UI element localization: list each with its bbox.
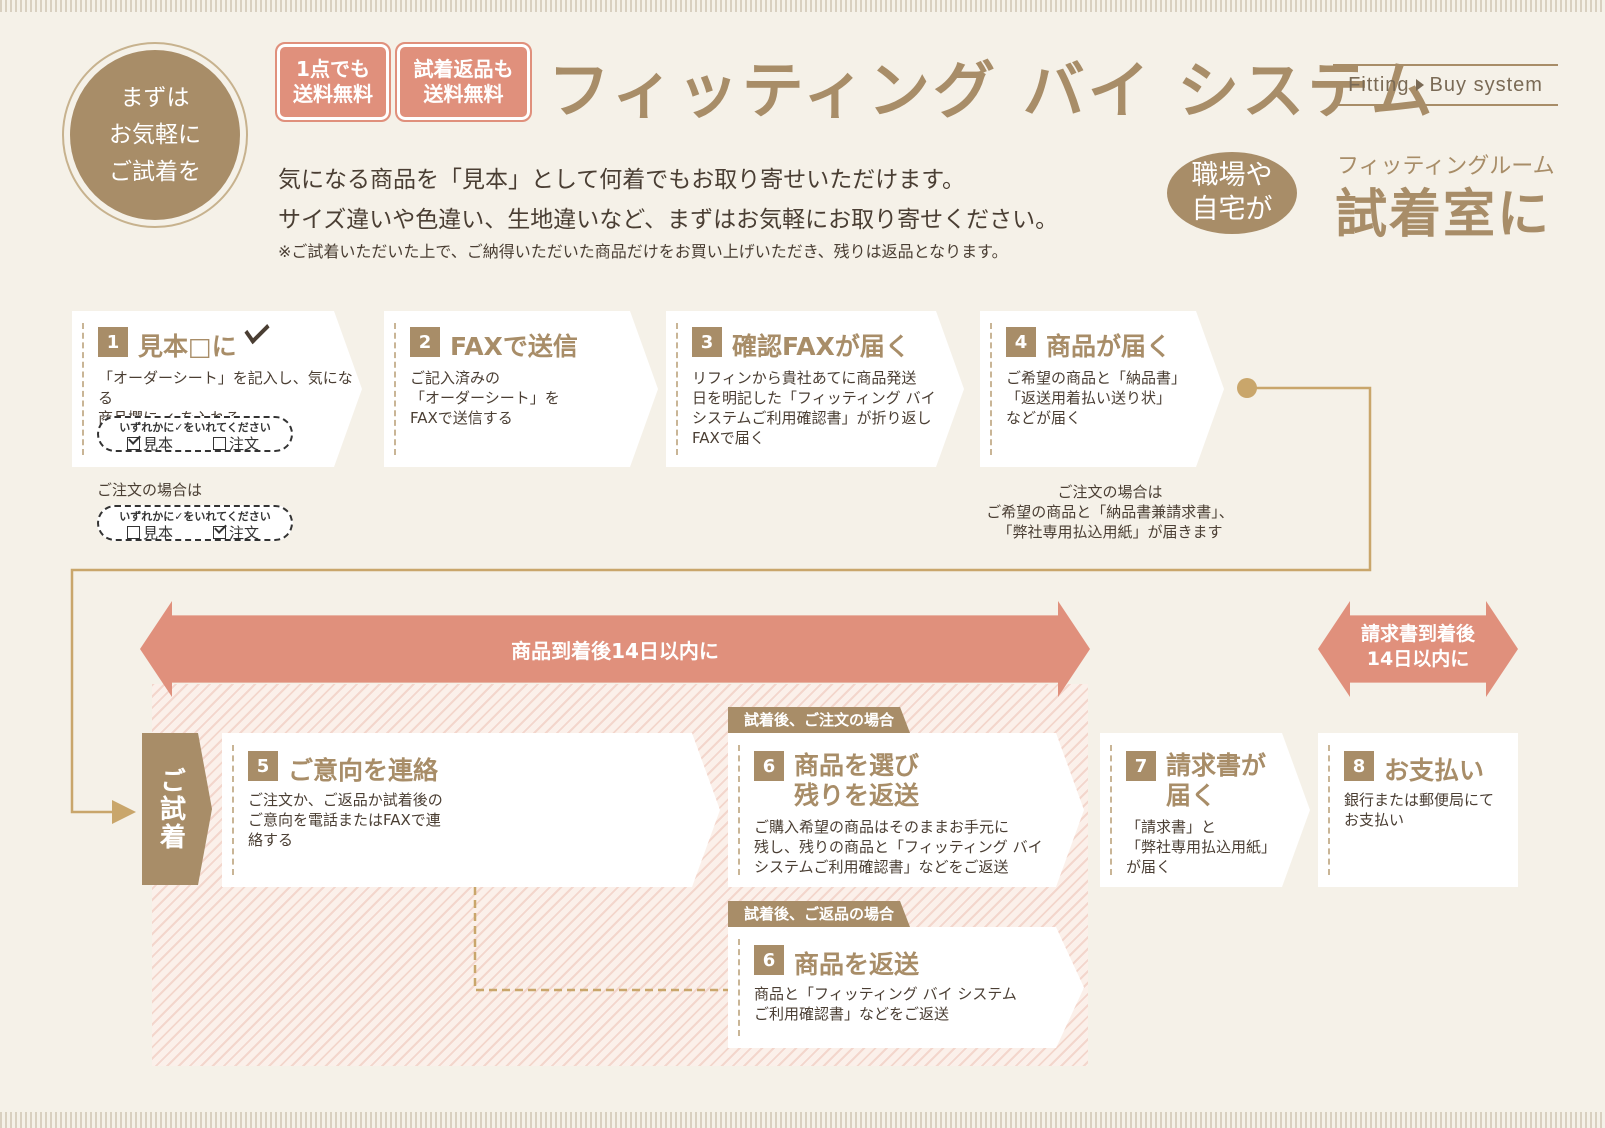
invoice-period-label: 請求書到着後 14日以内に xyxy=(1360,623,1475,670)
dashed-divider xyxy=(394,323,396,455)
step-title: 商品が届く xyxy=(1046,332,1172,361)
fitting-room-label: フィッティングルーム xyxy=(1337,154,1555,179)
intro-text-line2: サイズ違いや色違い、生地違いなど、まずはお気軽にお取り寄せください。 xyxy=(278,207,1059,233)
step-description: ご希望の商品と「納品書」 「返送用着払い送り状」 などが届く xyxy=(1006,369,1187,427)
unchecked-box-icon xyxy=(127,526,140,539)
step-number: 1 xyxy=(98,327,128,357)
step-title: FAXで送信 xyxy=(450,332,578,361)
step-title: 商品を返送 xyxy=(794,950,920,979)
bottom-stripe-border xyxy=(0,1112,1605,1128)
top-stripe-border xyxy=(0,0,1605,12)
dashed-divider xyxy=(1328,745,1330,875)
subtitle-fitting: Fitting xyxy=(1348,73,1410,96)
unchecked-box-icon xyxy=(213,437,227,450)
step-title: お支払い xyxy=(1384,756,1485,785)
main-period-label: 商品到着後14日以内に xyxy=(511,639,719,663)
return-case-tab: 試着後、ご返品の場合 xyxy=(728,901,910,927)
free-shipping-badge: 1点でも 送料無料 xyxy=(275,42,391,122)
step-8-card: 8 お支払い 銀行または郵便局にて お支払い xyxy=(1318,733,1518,887)
step-title: ご意向を連絡 xyxy=(288,756,439,785)
step-description: ご購入希望の商品はそのままお手元に 残し、残りの商品と「フィッティング バイ シ… xyxy=(754,818,1043,876)
workplace-home-badge: 職場や 自宅が xyxy=(1167,152,1297,234)
step-number: 2 xyxy=(410,327,440,357)
step-description: リフィンから貴社あてに商品発送 日を明記した「フィッティング バイ システムご利… xyxy=(692,369,936,447)
subtitle-buy-system: Buy system xyxy=(1429,73,1543,96)
option-sample: 見本 xyxy=(143,524,174,542)
step-title: 商品を選び 残りを返送 xyxy=(794,751,920,810)
step-title: 確認FAXが届く xyxy=(732,332,910,361)
try-on-text: ご試着 xyxy=(155,767,186,851)
option-sample: 見本 xyxy=(143,435,174,453)
step-number: 8 xyxy=(1344,751,1374,781)
triangle-right-icon xyxy=(1415,79,1424,91)
try-on-label: ご試着 xyxy=(142,733,212,885)
dashed-divider xyxy=(1110,745,1112,875)
step-description: 「請求書」と 「弊社専用払込用紙」 が届く xyxy=(1126,818,1277,876)
checkbox-pill-sample: いずれかに✓をいれてください 見本 注文 xyxy=(97,416,293,453)
step-description: 銀行または郵便局にて お支払い xyxy=(1344,791,1495,829)
order-case-label: ご注文の場合は xyxy=(97,481,203,499)
free-return-badge: 試着返品も 送料無料 xyxy=(395,42,532,122)
english-subtitle: Fitting Buy system xyxy=(1333,64,1558,106)
step-2-card: 2 FAXで送信 ご記入済みの 「オーダーシート」を FAXで送信する xyxy=(384,311,658,467)
step-number: 3 xyxy=(692,327,722,357)
dashed-divider xyxy=(738,745,740,875)
option-order: 注文 xyxy=(229,524,260,542)
checkbox-pill-order: いずれかに✓をいれてください 見本 注文 xyxy=(97,505,293,542)
step-6-order-card: 6 商品を選び 残りを返送 ご購入希望の商品はそのままお手元に 残し、残りの商品… xyxy=(728,733,1084,887)
checkbox-prompt: いずれかに✓をいれてください xyxy=(119,421,271,434)
step-description: ご記入済みの 「オーダーシート」を FAXで送信する xyxy=(410,369,560,427)
intro-circle-badge: まずは お気軽に ご試着を xyxy=(62,42,248,228)
step-description: 商品と「フィッティング バイ システム ご利用確認書」などをご返送 xyxy=(754,985,1017,1023)
intro-note: ※ご試着いただいた上で、ご納得いただいた商品だけをお買い上げいただき、残りは返品… xyxy=(278,242,1008,261)
step-5-card: 5 ご意向を連絡 ご注文か、ご返品か試着後の ご意向を電話またはFAXで連 絡す… xyxy=(222,733,720,887)
dashed-divider xyxy=(82,323,84,455)
step-number: 6 xyxy=(754,751,784,781)
page-title: フィッティング バイ システム xyxy=(548,54,1436,127)
step-title: 見本□に xyxy=(138,332,237,361)
step-number: 6 xyxy=(754,945,784,975)
checked-box-icon xyxy=(213,526,227,539)
step-title: 請求書が 届く xyxy=(1166,751,1267,810)
intro-circle-text: まずは お気軽に ご試着を xyxy=(70,50,240,220)
step-number: 4 xyxy=(1006,327,1036,357)
order-case-tab: 試着後、ご注文の場合 xyxy=(728,707,910,733)
step-number: 5 xyxy=(248,751,278,781)
step-4-order-note: ご注文の場合は ご希望の商品と「納品書兼請求書」、 「弊社専用払込用紙」が届きま… xyxy=(986,483,1234,541)
step-7-card: 7 請求書が 届く 「請求書」と 「弊社専用払込用紙」 が届く xyxy=(1100,733,1310,887)
step-description: ご注文か、ご返品か試着後の ご意向を電話またはFAXで連 絡する xyxy=(248,791,443,849)
step-6-return-card: 6 商品を返送 商品と「フィッティング バイ システム ご利用確認書」などをご返… xyxy=(728,927,1084,1048)
checkbox-prompt: いずれかに✓をいれてください xyxy=(119,510,271,523)
step-number: 7 xyxy=(1126,751,1156,781)
invoice-period-arrow xyxy=(1318,601,1518,697)
dashed-divider xyxy=(676,323,678,455)
option-order: 注文 xyxy=(229,435,260,453)
main-period-arrow xyxy=(140,601,1090,697)
dashed-divider xyxy=(738,939,740,1036)
checked-box-icon xyxy=(127,437,140,450)
step-4-card: 4 商品が届く ご希望の商品と「納品書」 「返送用着払い送り状」 などが届く xyxy=(980,311,1224,467)
step-3-card: 3 確認FAXが届く リフィンから貴社あてに商品発送 日を明記した「フィッティン… xyxy=(666,311,964,467)
dashed-divider xyxy=(232,745,234,875)
fitting-room-heading: 試着室に xyxy=(1335,185,1552,245)
intro-text-line1: 気になる商品を「見本」として何着でもお取り寄せいただけます。 xyxy=(278,167,966,193)
dashed-divider xyxy=(990,323,992,455)
